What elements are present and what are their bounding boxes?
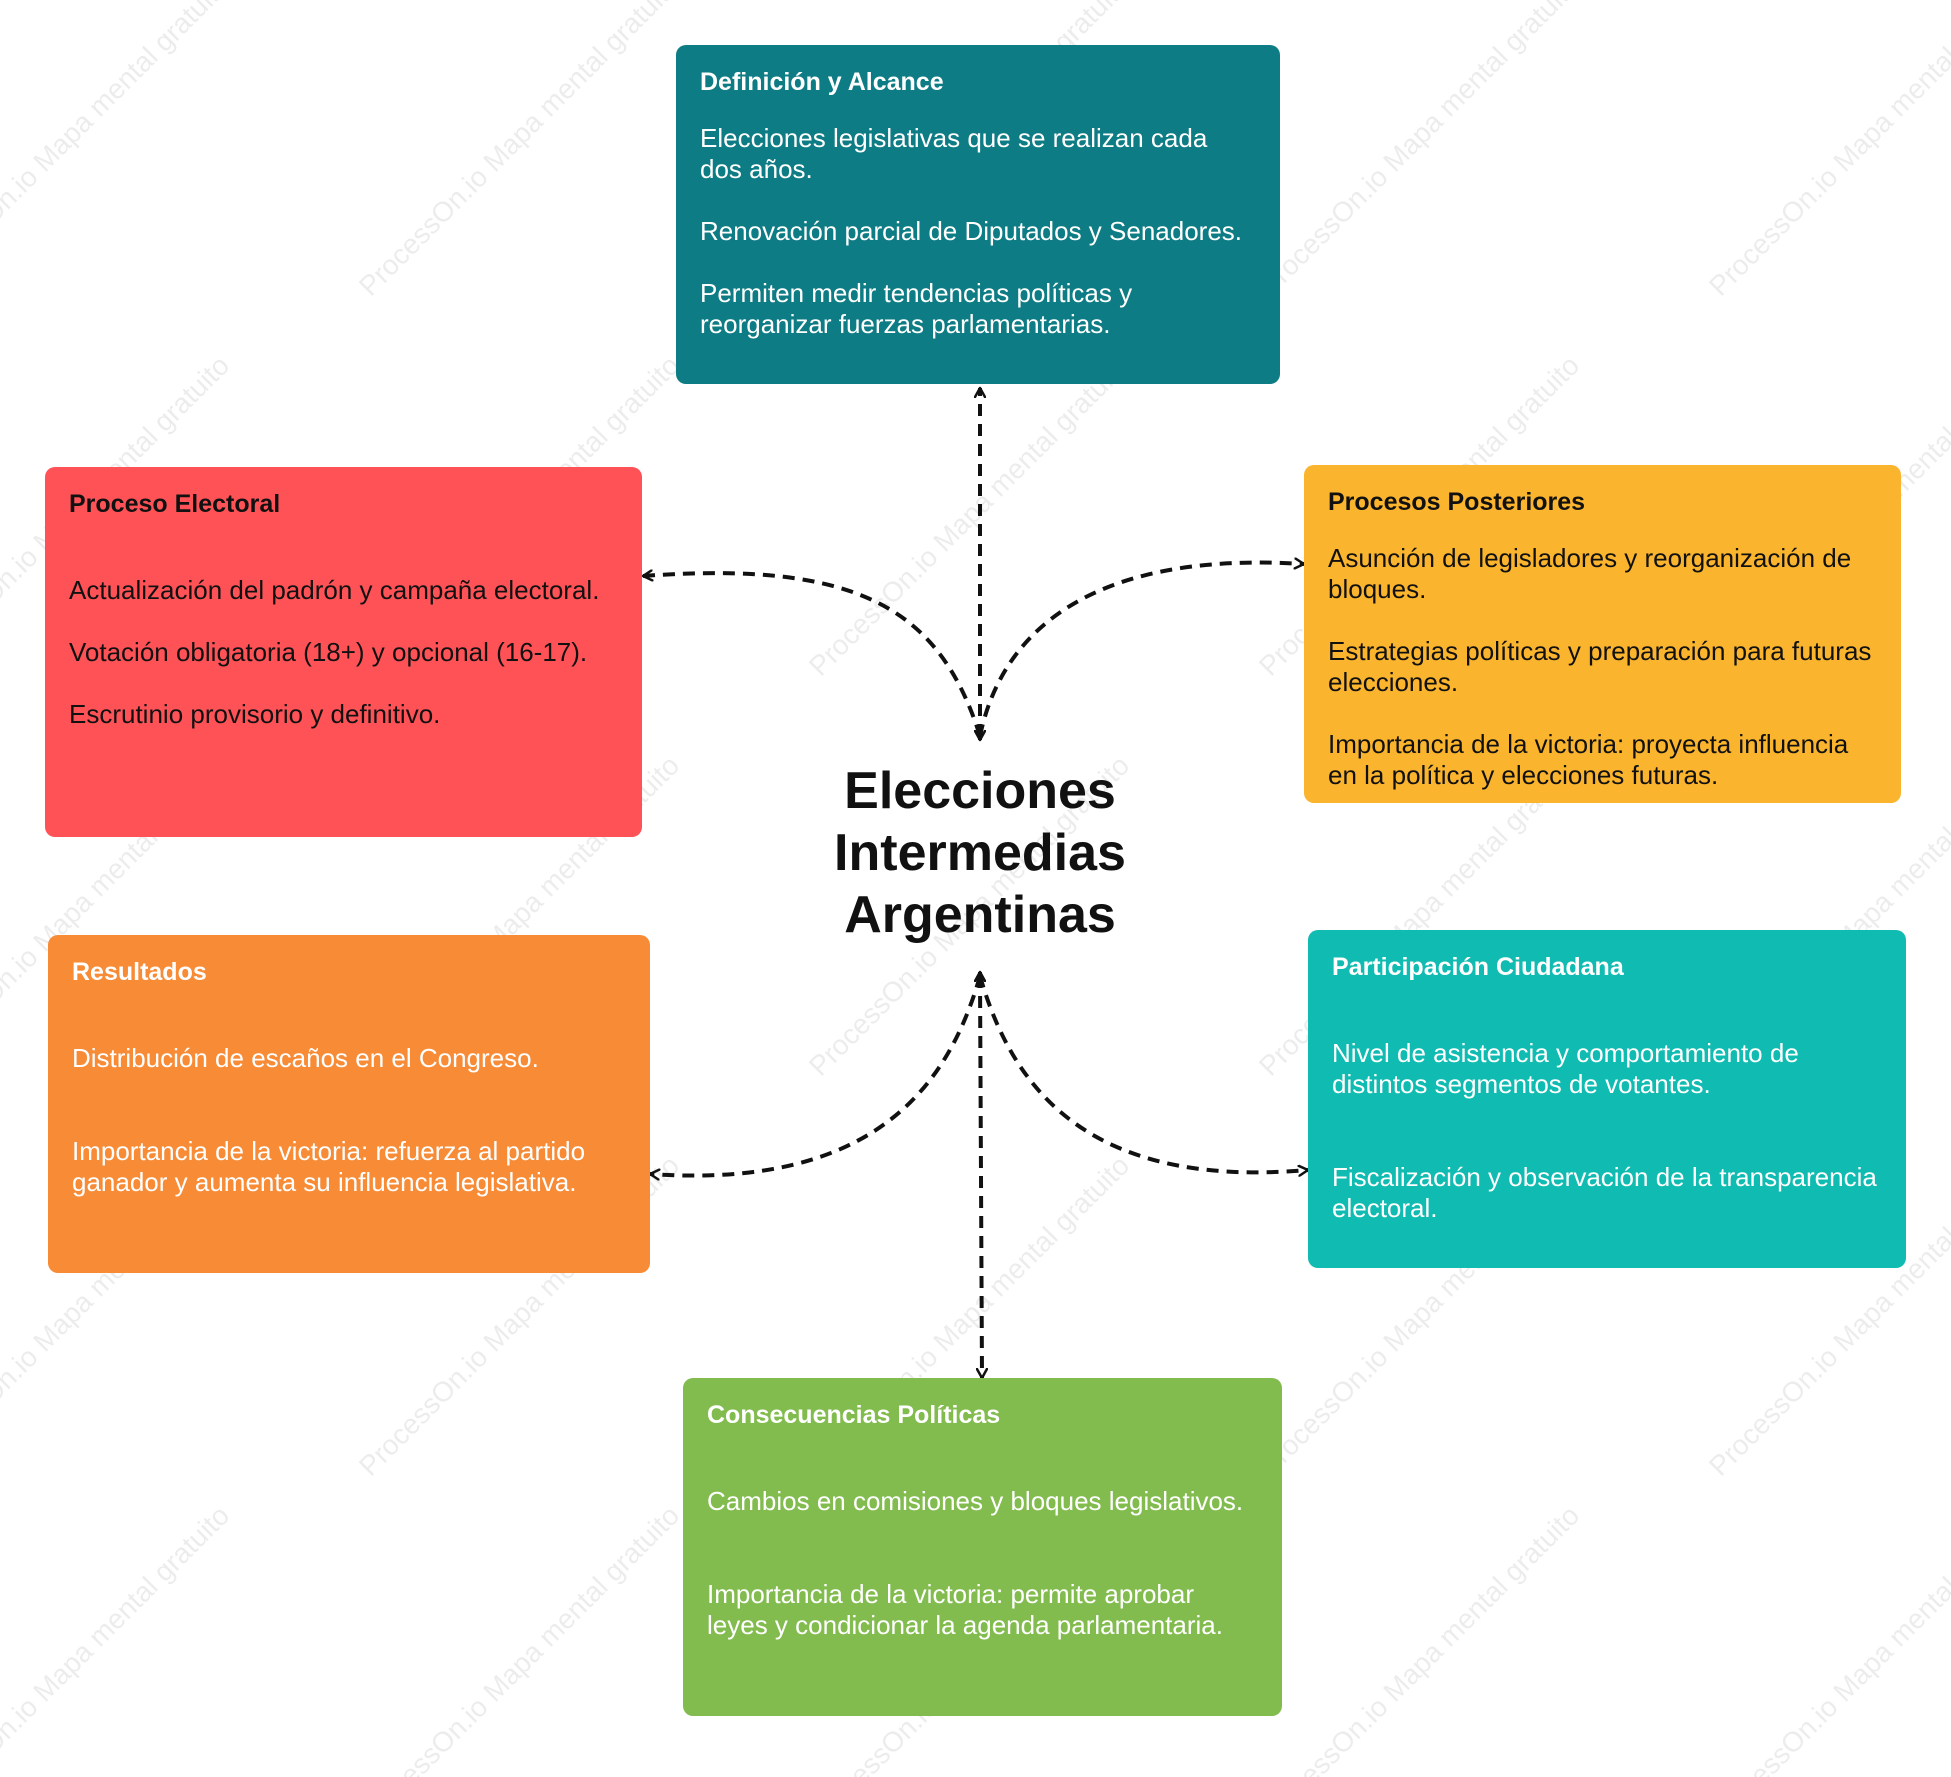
- connector-posteriores: [978, 563, 1304, 737]
- node-title: Procesos Posteriores: [1328, 488, 1586, 516]
- node-definicion-alcance[interactable]: Definición y Alcance Elecciones legislat…: [676, 45, 1280, 384]
- node-item: Importancia de la victoria: permite apro…: [707, 1579, 1223, 1640]
- node-resultados[interactable]: Resultados Distribución de escaños en el…: [48, 935, 650, 1273]
- central-topic-line: Intermedias: [834, 824, 1126, 882]
- node-item: Elecciones legislativas que se realizan …: [700, 123, 1208, 184]
- connector-consecuencias: [980, 975, 982, 1378]
- node-item: Importancia de la victoria: refuerza al …: [72, 1136, 586, 1197]
- node-title: Consecuencias Políticas: [707, 1401, 1001, 1429]
- node-item: Importancia de la victoria: proyecta inf…: [1328, 729, 1849, 790]
- node-item: Permiten medir tendencias políticas y re…: [700, 278, 1133, 339]
- node-title: Resultados: [72, 958, 207, 986]
- connector-participacion: [978, 975, 1308, 1172]
- node-participacion-ciudadana[interactable]: Participación Ciudadana Nivel de asisten…: [1308, 930, 1906, 1268]
- node-item: Nivel de asistencia y comportamiento de …: [1332, 1038, 1799, 1099]
- node-item: Fiscalización y observación de la transp…: [1332, 1162, 1877, 1223]
- node-proceso-electoral[interactable]: Proceso Electoral Actualización del padr…: [45, 467, 642, 837]
- node-item: Estrategias políticas y preparación para…: [1328, 636, 1872, 697]
- node-item: Asunción de legisladores y reorganizació…: [1328, 543, 1852, 604]
- node-item: Actualización del padrón y campaña elect…: [69, 575, 600, 605]
- node-item: Escrutinio provisorio y definitivo.: [69, 699, 441, 729]
- node-item: Distribución de escaños en el Congreso.: [72, 1043, 539, 1073]
- central-topic-line: Argentinas: [844, 886, 1116, 944]
- node-title: Proceso Electoral: [69, 490, 281, 518]
- connector-resultados: [650, 975, 982, 1176]
- central-topic-line: Elecciones: [844, 762, 1116, 820]
- node-procesos-posteriores[interactable]: Procesos Posteriores Asunción de legisla…: [1304, 465, 1901, 803]
- node-title: Participación Ciudadana: [1332, 953, 1624, 981]
- node-item: Renovación parcial de Diputados y Senado…: [700, 216, 1243, 246]
- node-title: Definición y Alcance: [700, 68, 944, 96]
- node-item: Cambios en comisiones y bloques legislat…: [707, 1486, 1244, 1516]
- central-topic[interactable]: Elecciones Intermedias Argentinas: [760, 760, 1200, 946]
- connector-proceso: [643, 573, 982, 737]
- node-consecuencias-politicas[interactable]: Consecuencias Políticas Cambios en comis…: [683, 1378, 1282, 1716]
- node-item: Votación obligatoria (18+) y opcional (1…: [69, 637, 588, 667]
